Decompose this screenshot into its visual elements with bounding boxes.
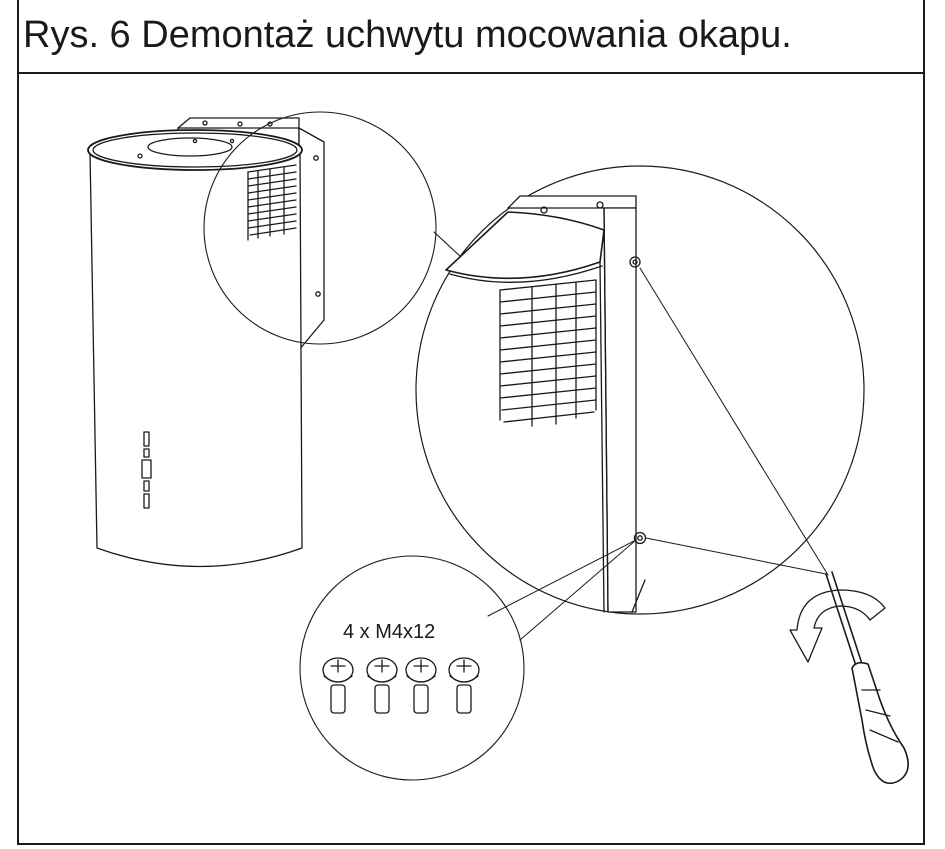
screw-3	[405, 657, 437, 714]
screw-spec-label: 4 x M4x12	[343, 621, 435, 643]
screw-circle	[299, 555, 525, 781]
screw-1	[322, 657, 354, 714]
overview-vent	[247, 164, 297, 241]
hood-overview	[87, 111, 437, 568]
overview-bracket-plate	[298, 127, 325, 351]
screw-detail: 4 x M4x12	[299, 539, 637, 781]
title-bar: Rys. 6 Demontaż uchwytu mocowania okapu.	[19, 0, 923, 74]
detail-bracket-plate	[603, 207, 637, 613]
overview-top	[87, 129, 303, 171]
detail-vent	[499, 279, 597, 427]
overview-controls	[141, 431, 152, 509]
figure-frame: Rys. 6 Demontaż uchwytu mocowania okapu.	[17, 0, 925, 845]
screw-2	[366, 657, 398, 714]
screwdriver-handle	[851, 661, 909, 785]
screwdriver	[789, 571, 909, 785]
figure-title: Rys. 6 Demontaż uchwytu mocowania okapu.	[23, 14, 792, 56]
overview-magnifier	[203, 111, 437, 345]
detail-view	[415, 165, 865, 615]
detail-circle	[415, 165, 865, 615]
rotation-arrow-icon	[789, 589, 886, 663]
overview-cylinder	[89, 149, 303, 568]
screw-4	[448, 657, 480, 714]
